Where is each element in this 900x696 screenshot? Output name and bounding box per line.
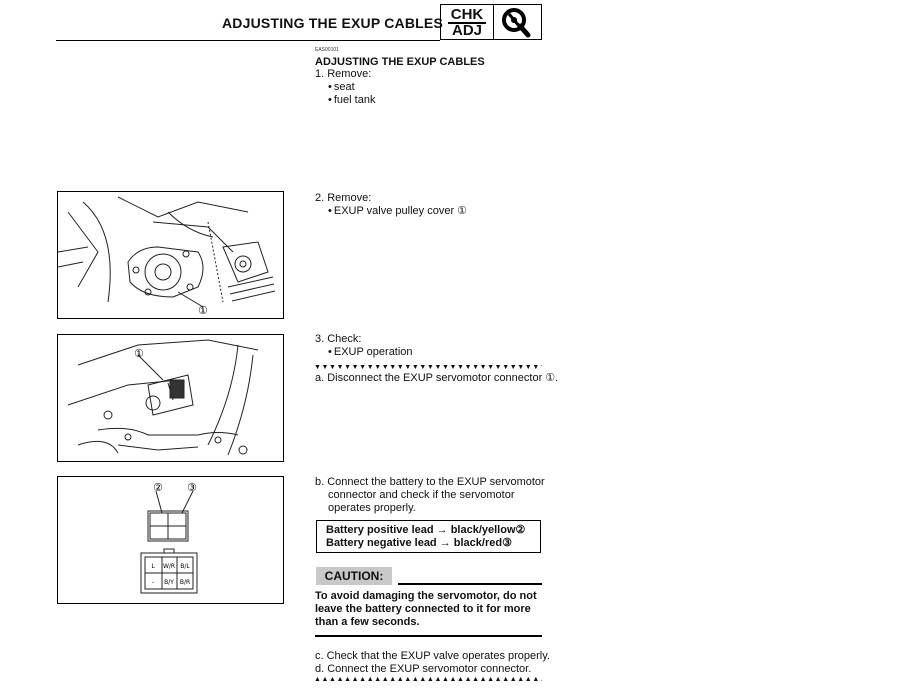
step-1-item: fuel tank xyxy=(315,94,376,107)
section-title: ADJUSTING THE EXUP CABLES xyxy=(315,56,485,68)
pin-label: - xyxy=(152,579,154,586)
figure-3-callout-3: ③ xyxy=(187,481,197,494)
servomotor-connector-illustration: ① xyxy=(67,339,259,456)
figure-1-callout: ① xyxy=(198,304,208,317)
caution-bottom-rule xyxy=(315,635,542,637)
caution-label: CAUTION: xyxy=(316,567,392,585)
step-1: 1. Remove: seat fuel tank xyxy=(315,68,375,107)
step-3-item: EXUP operation xyxy=(315,346,413,359)
step-3: 3. Check: EXUP operation xyxy=(315,333,413,359)
pin-label: B/L xyxy=(180,563,190,570)
pin-label: L xyxy=(151,563,155,570)
badge-adj-label: ADJ xyxy=(451,22,482,39)
step-3-label: 3. Check: xyxy=(315,333,362,345)
badge-divider xyxy=(448,22,486,24)
section-code: EAS00101 xyxy=(315,47,339,53)
pin-label: B/R xyxy=(180,579,190,586)
pulley-cover-illustration: ① xyxy=(58,196,276,317)
procedure-start-marker: ▼▼▼▼▼▼▼▼▼▼▼▼▼▼▼▼▼▼▼▼▼▼▼▼▼▼▼▼▼▼▼▼▼▼ xyxy=(314,364,542,371)
page-header-title: ADJUSTING THE EXUP CABLES xyxy=(222,15,443,31)
step-2-label: 2. Remove: xyxy=(315,192,372,204)
chk-adj-badge: CHK ADJ xyxy=(440,4,494,40)
substeps-c-d: c. Check that the EXUP valve operates pr… xyxy=(315,650,555,676)
battery-leads-box: Battery positive lead → black/yellow② Ba… xyxy=(316,520,541,553)
pin-label: W/R xyxy=(163,563,175,570)
caution-rule xyxy=(398,583,542,585)
badge-chk-label: CHK xyxy=(450,6,484,23)
substep-a: a. Disconnect the EXUP servomotor connec… xyxy=(315,372,559,384)
substep-d: d. Connect the EXUP servomotor connector… xyxy=(315,663,532,675)
step-1-item: seat xyxy=(315,81,375,94)
wrench-badge xyxy=(494,4,542,40)
battery-positive-lead: Battery positive lead → black/yellow② xyxy=(326,524,526,536)
step-2-item: EXUP valve pulley cover ① xyxy=(315,205,467,218)
figure-connector-pinout: ② ③ L W/R B/L - B/Y B/R xyxy=(57,476,284,604)
step-1-label: 1. Remove: xyxy=(315,68,372,80)
procedure-end-marker: ▲▲▲▲▲▲▲▲▲▲▲▲▲▲▲▲▲▲▲▲▲▲▲▲▲▲▲▲▲▲▲▲▲▲ xyxy=(314,676,542,683)
figure-2-callout: ① xyxy=(134,347,144,360)
figure-pulley-cover: ① xyxy=(57,191,284,319)
substep-c: c. Check that the EXUP valve operates pr… xyxy=(315,650,550,662)
substep-b: b. Connect the battery to the EXUP servo… xyxy=(315,476,545,514)
caution-text: To avoid damaging the servomotor, do not… xyxy=(315,590,537,628)
wrench-icon xyxy=(502,8,531,38)
step-2: 2. Remove: EXUP valve pulley cover ① xyxy=(315,192,467,218)
figure-servomotor-connector: ① xyxy=(57,334,284,462)
figure-3-callout-2: ② xyxy=(153,481,163,494)
pin-label: B/Y xyxy=(164,579,174,586)
battery-negative-lead: Battery negative lead → black/red③ xyxy=(326,537,512,549)
connector-pinout-diagram: ② ③ L W/R B/L - B/Y B/R xyxy=(140,481,198,594)
header-rule xyxy=(56,40,440,41)
